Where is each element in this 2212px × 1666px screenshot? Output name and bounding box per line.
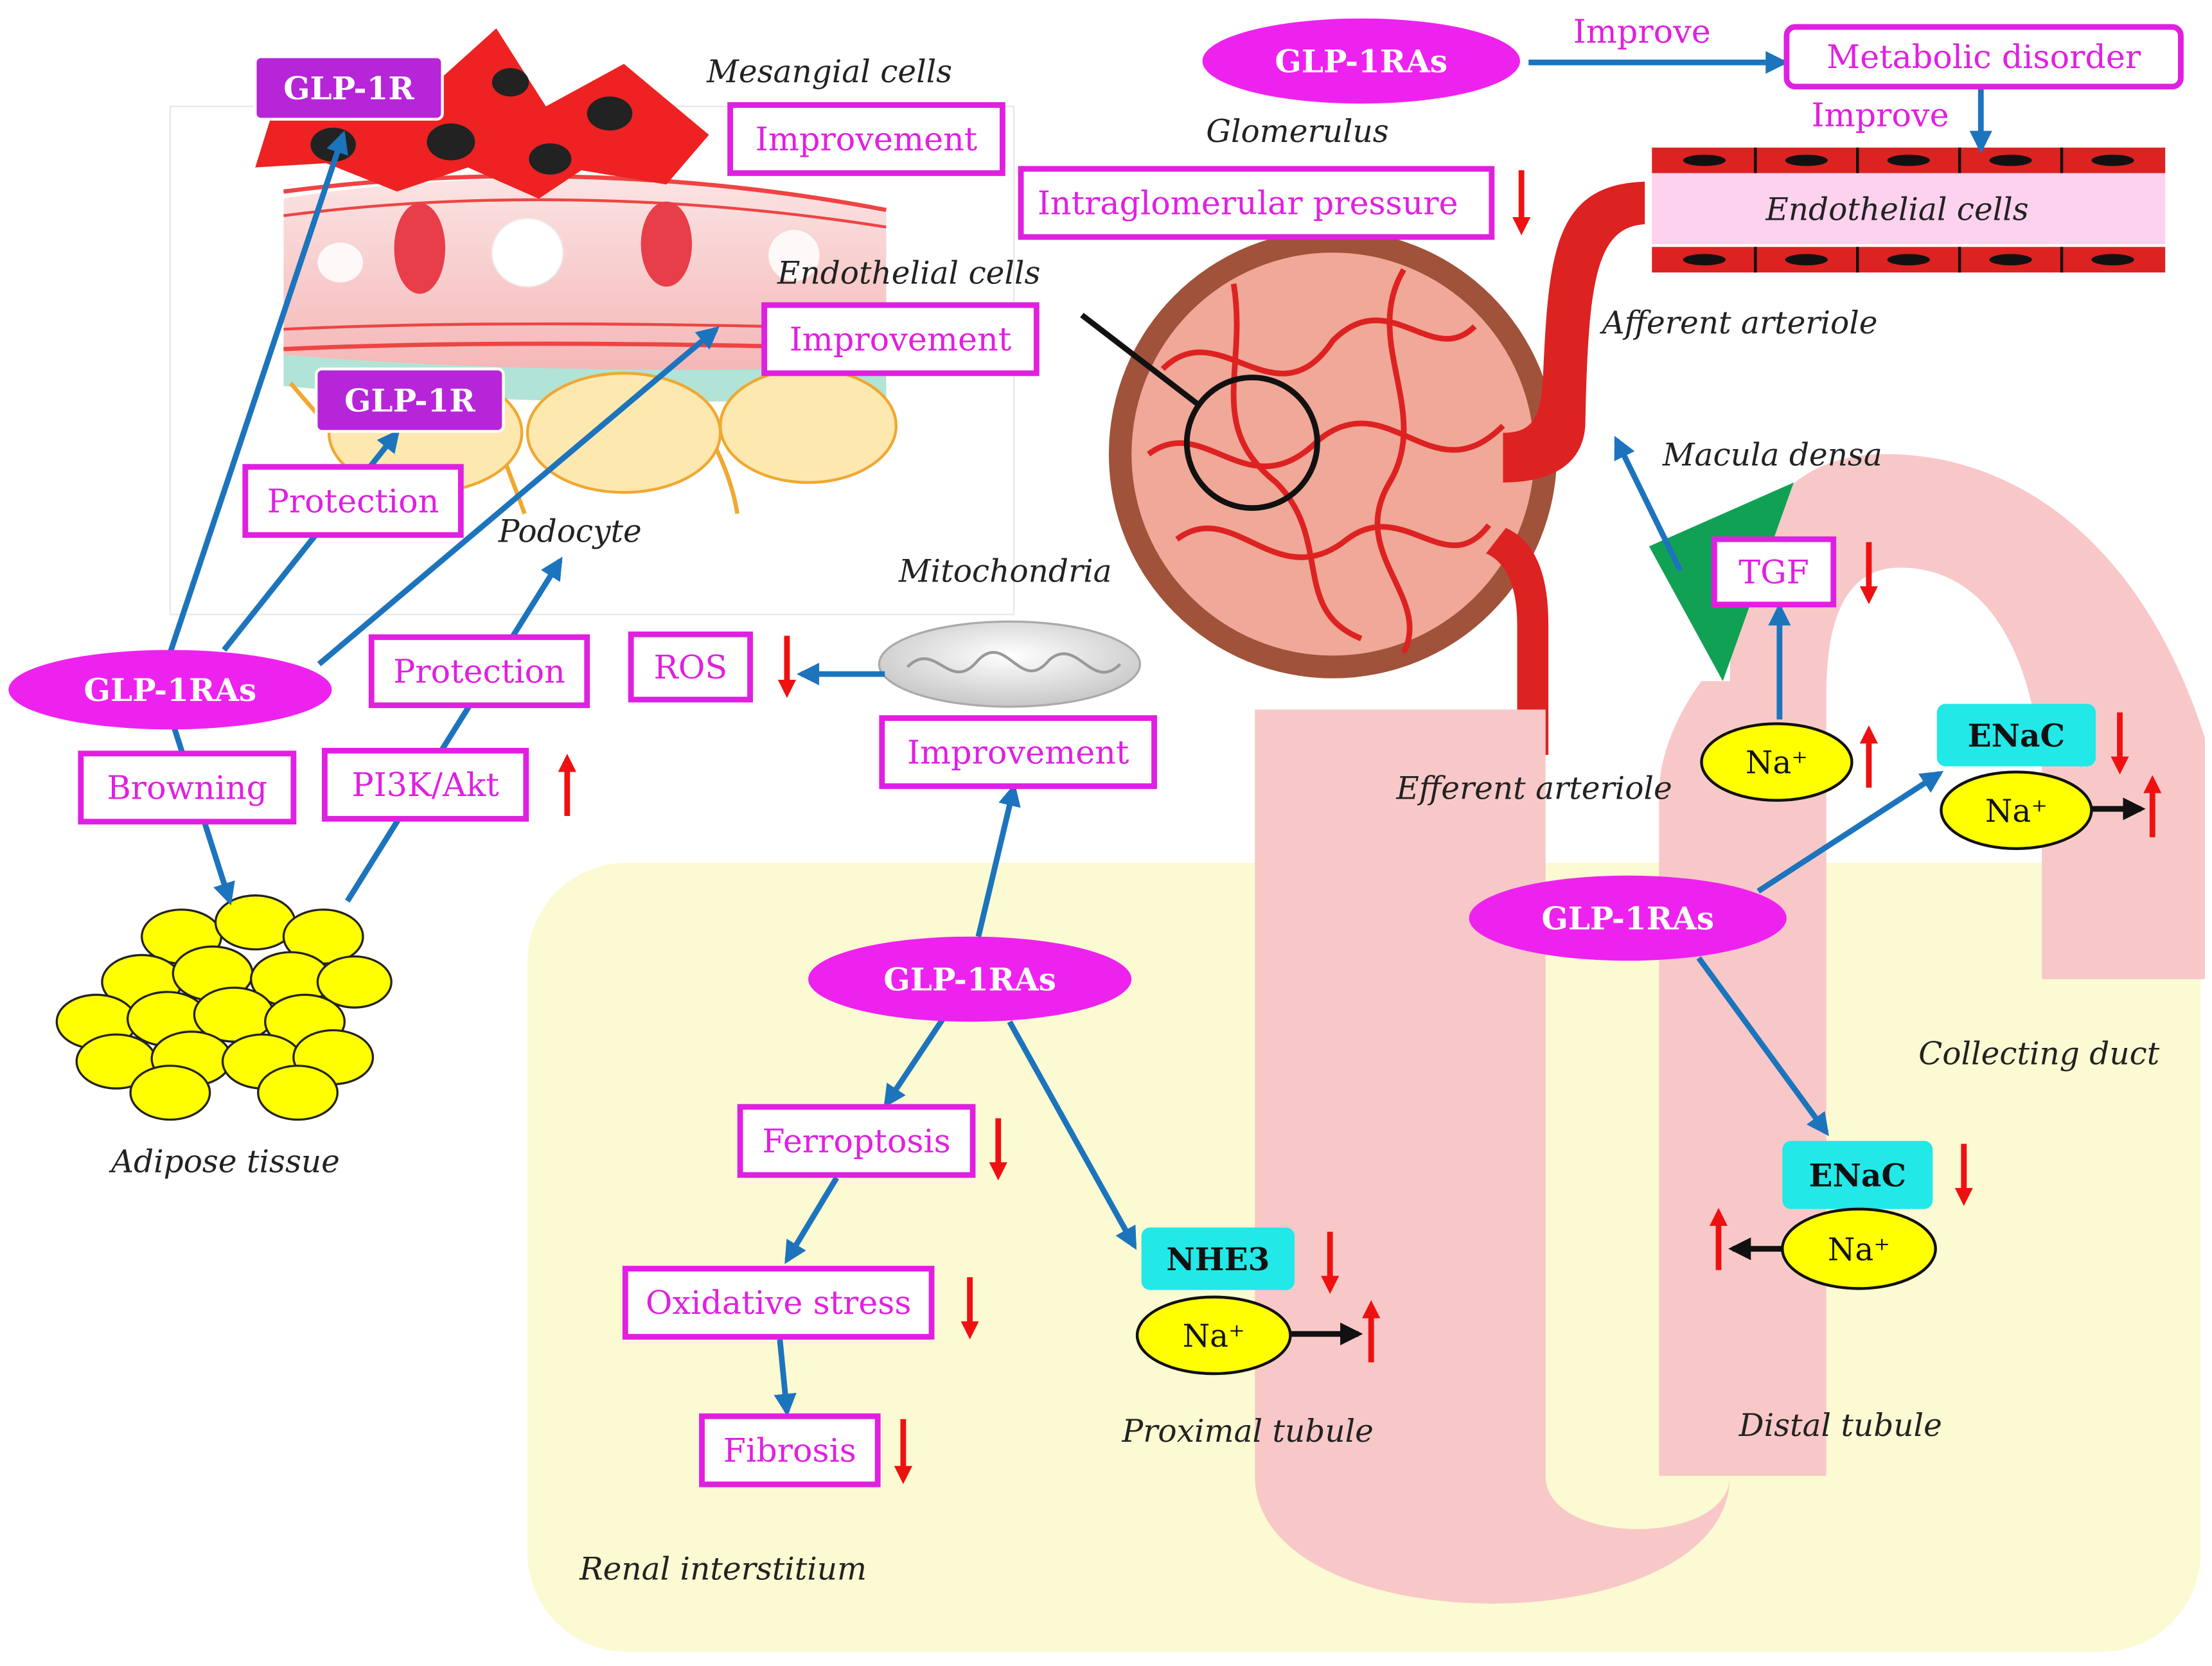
text-improve-right: Improve xyxy=(1811,96,1949,134)
glomerulus xyxy=(1080,229,1557,678)
box-protection-podocyte: Protection xyxy=(242,464,464,538)
box-browning: Browning xyxy=(78,750,297,825)
text-fibrosis: Fibrosis xyxy=(723,1431,856,1469)
text-metabolic-disorder: Metabolic disorder xyxy=(1827,38,2141,76)
text-protection-pi3k: Protection xyxy=(393,652,565,690)
box-improvement-mito: Improvement xyxy=(879,715,1157,790)
ion-na-tgf: Na⁺ xyxy=(1700,722,1854,802)
drug-label-top: GLP-1RAs xyxy=(1275,44,1447,80)
text-tgf: TGF xyxy=(1739,553,1809,591)
endothelial-cells-layer xyxy=(1652,147,2166,273)
red-change-arrows xyxy=(558,170,2162,1484)
ion-na-nhe3: Na⁺ xyxy=(1135,1295,1292,1376)
label-proximal-tubule: Proximal tubule xyxy=(1122,1413,1374,1449)
label-efferent-arteriole: Efferent arteriole xyxy=(1395,770,1672,806)
text-oxidative-stress: Oxidative stress xyxy=(646,1284,911,1322)
label-mesangial-cells: Mesangial cells xyxy=(706,54,952,90)
text-ros: ROS xyxy=(654,648,728,686)
text-improvement-mesangial: Improvement xyxy=(756,120,977,158)
text-na-nhe3: Na⁺ xyxy=(1183,1318,1245,1354)
receptor-label-top: GLP-1R xyxy=(283,71,414,107)
box-oxidative-stress: Oxidative stress xyxy=(622,1266,935,1340)
box-ros: ROS xyxy=(628,631,753,703)
label-endothelial-cells-left: Endothelial cells xyxy=(777,256,1040,292)
label-glomerulus: Glomerulus xyxy=(1206,114,1388,150)
text-pi3k-akt: PI3K/Akt xyxy=(351,766,499,804)
drug-label-left: GLP-1RAs xyxy=(84,672,256,709)
text-nhe3: NHE3 xyxy=(1166,1241,1270,1278)
drug-oval-left: GLP-1RAs xyxy=(8,650,332,730)
box-ferroptosis: Ferroptosis xyxy=(737,1104,976,1178)
receptor-box-top: GLP-1R xyxy=(254,55,444,121)
transporter-enac-top: ENaC xyxy=(1936,704,2096,767)
label-mitochondria: Mitochondria xyxy=(898,554,1112,590)
receptor-box-podocyte: GLP-1R xyxy=(314,368,505,433)
label-distal-tubule: Distal tubule xyxy=(1739,1408,1942,1444)
text-ferroptosis: Ferroptosis xyxy=(762,1122,950,1160)
drug-label-right: GLP-1RAs xyxy=(1541,901,1714,937)
text-improvement-endothelial: Improvement xyxy=(790,321,1011,359)
box-intraglomerular-pressure: Intraglomerular pressure xyxy=(1018,166,1495,240)
label-renal-interstitium: Renal interstitium xyxy=(579,1551,867,1587)
efferent-arteriole xyxy=(1485,527,1549,756)
adipose-tissue-icon xyxy=(55,894,393,1121)
afferent-arteriole xyxy=(1503,181,1645,483)
mitochondrion-icon xyxy=(878,620,1142,708)
label-macula-densa: Macula densa xyxy=(1662,437,1882,473)
text-browning: Browning xyxy=(107,768,268,806)
drug-label-center: GLP-1RAs xyxy=(883,962,1056,998)
text-enac-top: ENaC xyxy=(1968,718,2065,754)
text-improve-top: Improve xyxy=(1573,12,1711,50)
text-na-tgf: Na⁺ xyxy=(1746,745,1808,781)
box-improvement-mesangial: Improvement xyxy=(727,102,1005,176)
transporter-enac-bottom: ENaC xyxy=(1782,1140,1933,1209)
text-intraglomerular-pressure: Intraglomerular pressure xyxy=(1038,184,1458,222)
box-fibrosis: Fibrosis xyxy=(699,1413,881,1487)
receptor-label-podocyte: GLP-1R xyxy=(344,383,475,420)
box-improvement-endothelial: Improvement xyxy=(761,302,1040,377)
text-enac-bottom: ENaC xyxy=(1809,1157,1906,1194)
nephron-tubule xyxy=(1255,454,2205,1604)
text-na-enac-top: Na⁺ xyxy=(1985,793,2048,829)
transporter-nhe3: NHE3 xyxy=(1141,1227,1295,1290)
drug-oval-center: GLP-1RAs xyxy=(808,936,1132,1022)
box-tgf: TGF xyxy=(1711,536,1837,608)
box-pi3k-akt: PI3K/Akt xyxy=(322,747,529,822)
box-protection-pi3k: Protection xyxy=(368,634,590,709)
text-na-enac-bottom: Na⁺ xyxy=(1828,1232,1890,1268)
drug-oval-top: GLP-1RAs xyxy=(1202,18,1520,104)
label-endothelial-cells-right: Endothelial cells xyxy=(1765,191,2028,227)
text-improvement-mito: Improvement xyxy=(907,733,1129,771)
sodium-flux-arrows xyxy=(1290,797,2146,1345)
label-afferent-arteriole: Afferent arteriole xyxy=(1600,305,1878,341)
label-adipose-tissue: Adipose tissue xyxy=(109,1144,340,1180)
label-collecting-duct: Collecting duct xyxy=(1918,1036,2160,1072)
ion-na-enac-top: Na⁺ xyxy=(1940,770,2093,851)
drug-oval-right: GLP-1RAs xyxy=(1469,875,1787,961)
box-metabolic-disorder: Metabolic disorder xyxy=(1783,24,2184,90)
pathway-arrows xyxy=(167,51,1992,1417)
text-protection-podocyte: Protection xyxy=(267,482,439,520)
ion-na-enac-bottom: Na⁺ xyxy=(1781,1207,1937,1290)
label-podocyte: Podocyte xyxy=(498,514,642,550)
